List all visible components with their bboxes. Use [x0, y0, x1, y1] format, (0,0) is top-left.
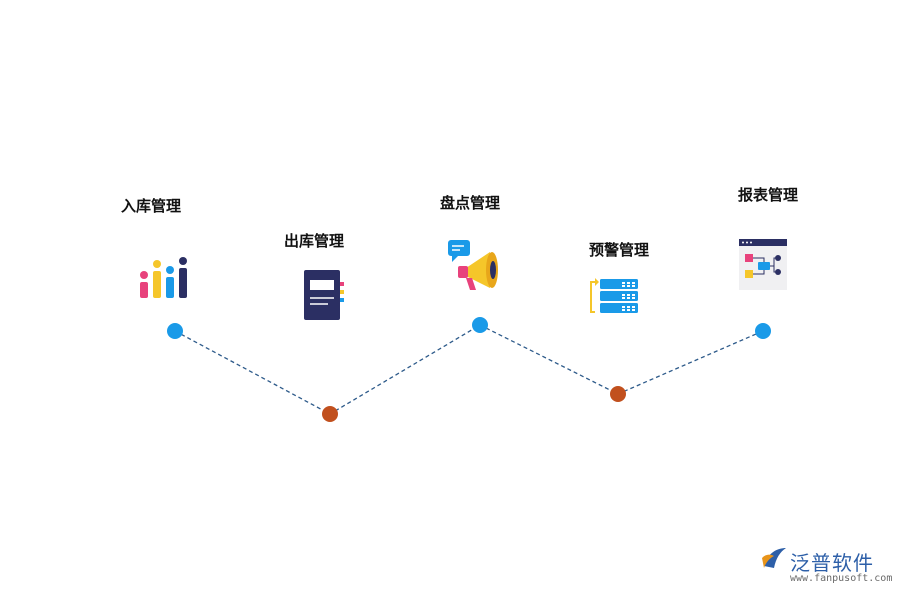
step-node-2: [322, 406, 338, 422]
brand-name: 泛普软件: [790, 551, 874, 575]
dashed-connector-line: [174, 324, 764, 415]
flowchart-board-icon: [739, 239, 787, 290]
step-label-inventory-check: 盘点管理: [440, 194, 501, 212]
step-label-inbound: 入库管理: [121, 197, 182, 215]
step-label-outbound: 出库管理: [284, 232, 345, 250]
notebook-icon: [304, 270, 344, 320]
step-node-4: [610, 386, 626, 402]
bar-chart-icon: [140, 257, 187, 298]
fanpu-logo-icon: [762, 548, 786, 568]
step-node-1: [167, 323, 183, 339]
brand-url: www.fanpusoft.com: [790, 573, 893, 584]
step-node-3: [472, 317, 488, 333]
server-rack-icon: [590, 278, 638, 313]
step-label-report: 报表管理: [738, 186, 799, 204]
megaphone-icon: [448, 240, 498, 290]
step-label-alert: 预警管理: [589, 241, 650, 259]
brand-logo: 泛普软件 www.fanpusoft.com: [760, 544, 893, 590]
step-node-5: [755, 323, 771, 339]
